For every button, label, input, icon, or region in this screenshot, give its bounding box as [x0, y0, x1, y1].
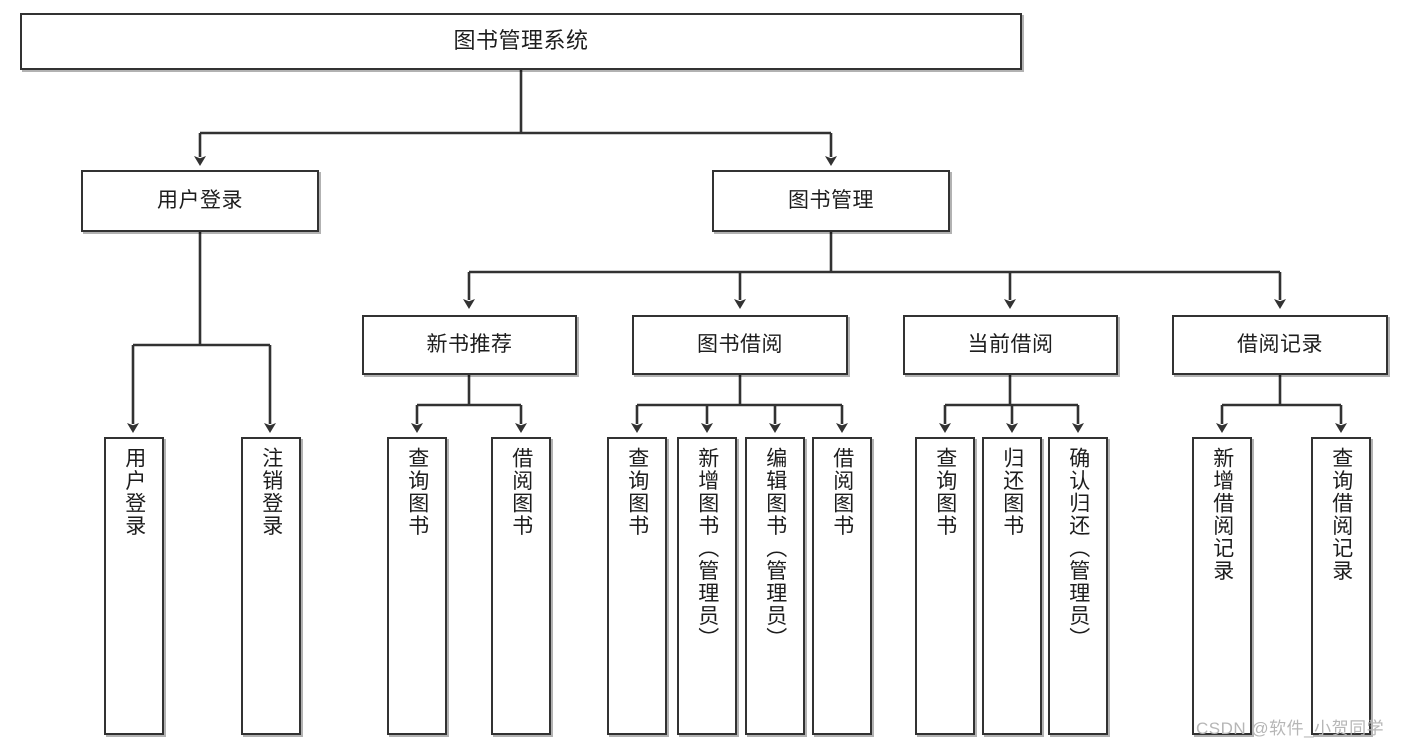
node-borrow-records[interactable]: 借阅记录	[1172, 315, 1388, 375]
node-label: 新增借阅记录	[1210, 447, 1234, 582]
node-label: 图书借阅	[697, 333, 783, 357]
node-label: 图书管理	[788, 189, 874, 213]
node-label: 查询图书	[405, 447, 429, 537]
node-label: 借阅图书	[509, 447, 533, 537]
node-label: 注销登录	[259, 447, 283, 537]
leaf-confirm-return-admin[interactable]: 确认归还（管理员）	[1048, 437, 1108, 735]
node-label: 新增图书（管理员）	[695, 447, 719, 650]
node-label: 新书推荐	[426, 333, 513, 357]
leaf-borrow-books[interactable]: 借阅图书	[812, 437, 872, 735]
node-root-system[interactable]: 图书管理系统	[20, 13, 1022, 70]
node-label: 查询图书	[933, 447, 957, 537]
leaf-query-books-new[interactable]: 查询图书	[387, 437, 447, 735]
node-label: 用户登录	[122, 447, 146, 537]
node-book-borrow[interactable]: 图书借阅	[632, 315, 848, 375]
leaf-edit-book-admin[interactable]: 编辑图书（管理员）	[745, 437, 805, 735]
node-book-management[interactable]: 图书管理	[712, 170, 950, 232]
node-current-borrow[interactable]: 当前借阅	[903, 315, 1118, 375]
leaf-add-book-admin[interactable]: 新增图书（管理员）	[677, 437, 737, 735]
node-label: 归还图书	[1000, 447, 1024, 537]
leaf-user-login[interactable]: 用户登录	[104, 437, 164, 735]
leaf-logout[interactable]: 注销登录	[241, 437, 301, 735]
node-label: 确认归还（管理员）	[1066, 447, 1090, 650]
csdn-watermark: CSDN @软件_小贺同学	[1196, 719, 1385, 738]
node-user-login[interactable]: 用户登录	[81, 170, 319, 232]
leaf-query-books-current[interactable]: 查询图书	[915, 437, 975, 735]
node-label: 查询借阅记录	[1329, 447, 1353, 582]
node-label: 图书管理系统	[453, 28, 589, 54]
node-label: 当前借阅	[967, 333, 1054, 357]
node-label: 编辑图书（管理员）	[763, 447, 787, 650]
node-label: 用户登录	[157, 189, 243, 213]
node-label: 借阅图书	[830, 447, 854, 537]
leaf-return-books[interactable]: 归还图书	[982, 437, 1042, 735]
node-label: 查询图书	[625, 447, 649, 537]
node-label: 借阅记录	[1237, 333, 1323, 357]
node-new-book-recommend[interactable]: 新书推荐	[362, 315, 577, 375]
leaf-query-books-borrow[interactable]: 查询图书	[607, 437, 667, 735]
leaf-borrow-books-new[interactable]: 借阅图书	[491, 437, 551, 735]
leaf-query-borrow-record[interactable]: 查询借阅记录	[1311, 437, 1371, 735]
leaf-add-borrow-record[interactable]: 新增借阅记录	[1192, 437, 1252, 735]
